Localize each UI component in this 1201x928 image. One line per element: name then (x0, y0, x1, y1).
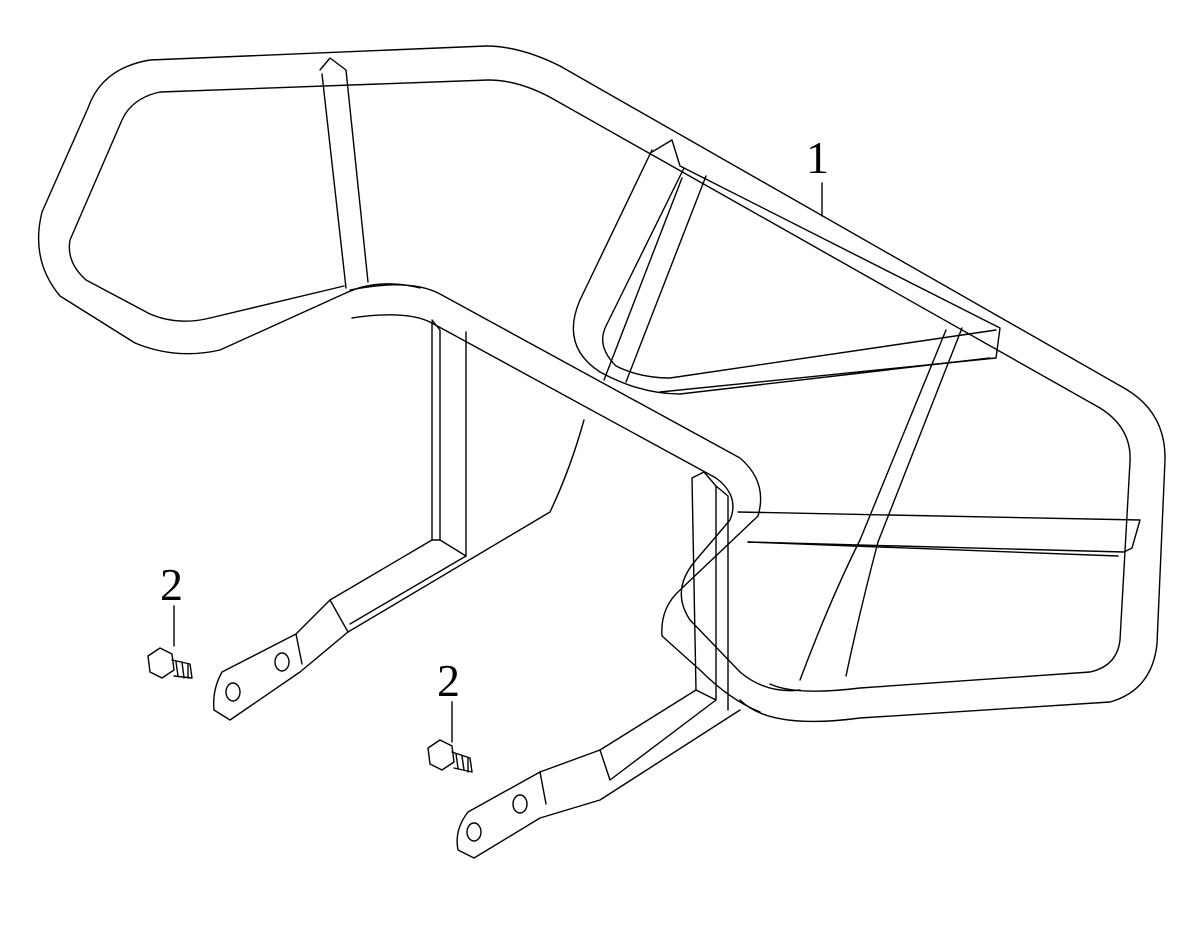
diagonal-brace-right (859, 327, 963, 543)
callout-2-left: 2 (160, 559, 183, 610)
cross-tube-rear-inner (747, 541, 1119, 557)
left-upright (319, 57, 369, 289)
right-mount-arm (456, 689, 741, 859)
left-mount-hole-2 (274, 652, 290, 672)
callout-1: 1 (806, 132, 829, 183)
left-leg (431, 319, 467, 557)
rear-rack-frame (37, 45, 1166, 859)
left-loop-inner (68, 79, 489, 322)
bolt-shank-left (171, 659, 193, 679)
left-mount-arm (212, 419, 585, 721)
mid-loop-inner (602, 167, 997, 379)
cross-tube-front (651, 139, 1001, 393)
top-rail-outer (485, 45, 1166, 723)
diagonal-brace-left (603, 175, 707, 383)
bolt-shank-right (451, 751, 473, 773)
right-mount-hole-2 (512, 794, 528, 814)
center-rail-outer (349, 284, 762, 713)
bolt-head-left (147, 647, 175, 679)
left-mount-arm-top (295, 555, 467, 665)
callout-2-right: 2 (437, 655, 460, 706)
right-mount-arm-top (539, 699, 717, 805)
flange-bolt-right (427, 701, 473, 773)
mid-loop-outer (572, 149, 991, 395)
center-rail-inner (351, 314, 801, 692)
right-mount-hole-1 (466, 822, 482, 842)
left-mount-hole-1 (225, 682, 241, 702)
cross-tube-rear (737, 511, 1141, 553)
right-leg (691, 471, 729, 711)
lower-curve-brace (799, 539, 879, 681)
bolt-head-right (427, 739, 455, 771)
flange-bolt-left (147, 605, 193, 679)
left-loop-outer (37, 45, 487, 355)
